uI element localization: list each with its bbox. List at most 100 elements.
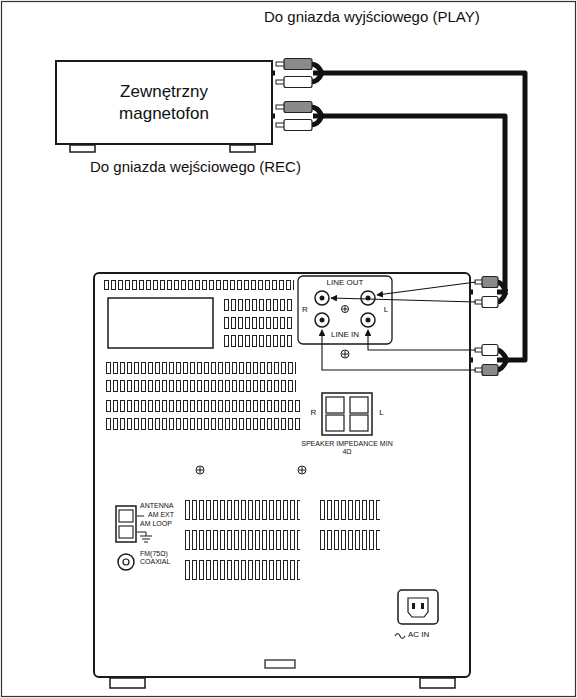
jack-label: LINE OUT — [315, 278, 375, 287]
speaker-terminal — [326, 397, 344, 413]
device-foot — [230, 145, 255, 152]
cable-gap-patch — [473, 288, 497, 297]
vent-slits — [106, 381, 296, 391]
vent-slits — [320, 530, 380, 550]
cable-label: Do gniazda wyjściowego (PLAY) — [262, 8, 482, 25]
ac-symbol — [395, 634, 405, 639]
cable-fork — [311, 64, 322, 82]
vent-slits — [224, 300, 294, 310]
cable-fork — [311, 107, 322, 125]
rca-plug — [284, 77, 312, 88]
vent-slits — [224, 318, 294, 328]
vent-slits — [106, 419, 300, 429]
device-foot — [110, 678, 145, 688]
label-plate — [108, 298, 213, 348]
rca-jack — [315, 313, 329, 327]
ground-symbol — [137, 532, 152, 542]
leader-arrow — [331, 298, 476, 302]
bottom-slot — [265, 660, 295, 668]
screw — [299, 467, 305, 473]
vent-slits — [185, 530, 300, 550]
cable-gap-patch — [473, 356, 497, 365]
vent-slits — [104, 281, 294, 289]
cable-label: Do gniazda wejściowego (REC) — [88, 158, 303, 175]
vent-slits — [106, 401, 300, 411]
vent-slits — [224, 317, 294, 329]
speaker-terminal-block — [322, 393, 372, 435]
channel-label: R — [300, 305, 310, 314]
terminal-label: FM(75Ω) COAXIAL — [140, 550, 184, 566]
rca-plug — [482, 297, 498, 308]
receiver-back-panel: LINE OUT R L LINE IN SPEAKER IMPEDANCE MIN 4… — [93, 272, 471, 678]
audio-cable — [273, 116, 505, 292]
rca-plug — [482, 277, 498, 288]
vent-slits — [185, 531, 300, 549]
terminal-label: AM LOOP — [140, 520, 185, 528]
coaxial-socket — [118, 554, 134, 570]
screw — [343, 307, 348, 312]
vent-slits — [185, 561, 300, 579]
channel-label: R — [309, 408, 318, 417]
rca-jack — [361, 291, 375, 305]
channel-label: L — [381, 305, 391, 314]
device-foot — [70, 145, 95, 152]
rca-jack — [320, 296, 325, 301]
rca-jack — [366, 296, 371, 301]
cable-gap-patch — [275, 113, 313, 120]
socket-label: AC IN — [408, 630, 448, 639]
rca-plug — [284, 120, 312, 131]
vent-slits — [224, 336, 294, 346]
bracket-line — [137, 516, 144, 517]
speaker-terminal — [350, 415, 368, 431]
device-foot — [420, 678, 455, 688]
speaker-terminal — [326, 415, 344, 431]
vent-slits — [106, 362, 296, 374]
jack-panel — [298, 276, 392, 344]
vent-slits — [185, 501, 300, 519]
leader-arrow — [377, 282, 476, 295]
channel-label: L — [377, 408, 386, 417]
vent-slits — [106, 418, 300, 430]
speaker-impedance-label: SPEAKER IMPEDANCE MIN 4Ω — [297, 440, 397, 456]
leader-arrow — [368, 330, 476, 350]
vent-slits — [224, 335, 294, 347]
rca-jack — [315, 291, 329, 305]
screw — [341, 350, 349, 358]
ac-inlet — [408, 598, 428, 617]
screw — [197, 467, 203, 473]
screw — [342, 306, 349, 313]
rca-plug — [284, 59, 312, 70]
antenna-terminal — [119, 526, 133, 538]
vent-slits — [224, 299, 294, 311]
screw — [342, 351, 348, 357]
vent-slits — [106, 400, 300, 412]
speaker-terminal — [350, 397, 368, 413]
antenna-terminal-block — [116, 506, 136, 542]
jack-label: LINE IN — [315, 330, 375, 339]
screw — [196, 466, 204, 474]
audio-cable — [273, 73, 525, 360]
cable-gap-patch — [275, 70, 313, 77]
vent-slits — [320, 531, 380, 549]
rca-jack — [361, 313, 375, 327]
vent-slits — [104, 280, 294, 290]
vent-slits — [106, 363, 296, 373]
box-text: Zewnętrzny magnetofon — [94, 81, 234, 124]
terminal-label: AM EXT — [148, 511, 188, 519]
ac-inlet-pin — [412, 603, 415, 609]
tape-deck-box: Zewnętrzny magnetofon — [55, 60, 273, 145]
ac-inlet — [398, 590, 438, 624]
coaxial-socket — [123, 559, 129, 565]
rca-plug — [284, 102, 312, 113]
ac-inlet-pin — [421, 603, 424, 609]
rca-jack — [320, 318, 325, 323]
vent-slits — [185, 560, 300, 580]
antenna-terminal — [119, 510, 133, 522]
vent-slits — [320, 500, 380, 520]
terminal-label: ANTENNA — [140, 502, 190, 510]
rca-plug — [482, 345, 498, 356]
rca-plug — [482, 365, 498, 376]
vent-slits — [185, 500, 300, 520]
